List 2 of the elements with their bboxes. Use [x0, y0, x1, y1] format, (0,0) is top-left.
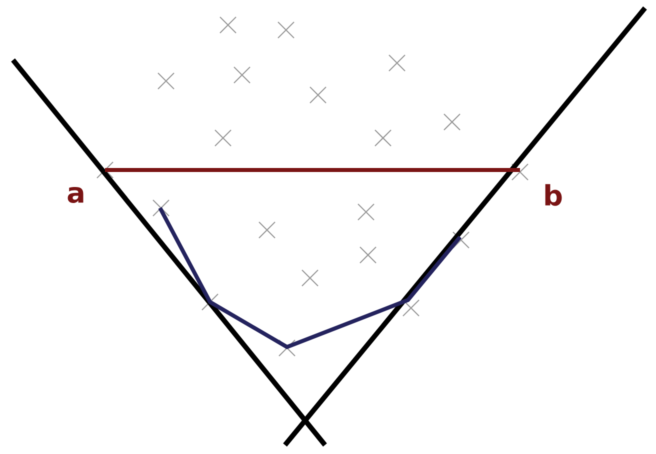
point-label: b — [545, 184, 562, 206]
point-label: a — [68, 186, 84, 204]
